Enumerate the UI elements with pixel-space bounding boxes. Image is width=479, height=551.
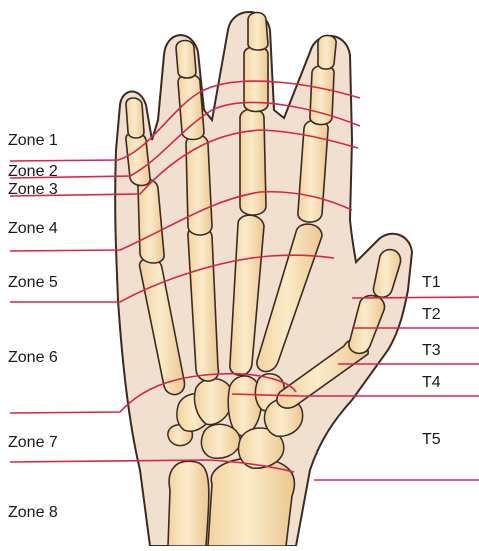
lunate	[201, 424, 240, 458]
zone-4-label: Zone 4	[8, 221, 58, 237]
little-middle	[126, 133, 150, 186]
zone-7-label: Zone 7	[8, 435, 58, 451]
zone-8-label: Zone 8	[8, 505, 58, 521]
index-distal	[318, 35, 336, 69]
thumb-zone-t4-label: T4	[422, 375, 441, 391]
zone-3-label: Zone 3	[8, 182, 58, 198]
middle-proximal	[240, 109, 266, 215]
middle-distal	[248, 13, 268, 51]
thumb-zone-t1-label: T1	[422, 275, 441, 291]
zone-2-label: Zone 2	[8, 164, 58, 180]
ulna	[168, 461, 209, 546]
zone-6-label: Zone 6	[8, 350, 58, 366]
little-distal	[126, 98, 144, 138]
thumb-line-t1	[352, 297, 479, 298]
ring-distal	[176, 41, 196, 79]
ring-proximal	[186, 135, 212, 235]
thumb-zone-t3-label: T3	[422, 343, 441, 359]
thumb-zone-t5-label: T5	[422, 432, 441, 448]
thumb-zone-t2-label: T2	[422, 307, 441, 323]
zone-5-label: Zone 5	[8, 275, 58, 291]
radius	[208, 458, 294, 546]
zone-1-label: Zone 1	[8, 133, 58, 149]
forearm-bones	[168, 458, 294, 546]
